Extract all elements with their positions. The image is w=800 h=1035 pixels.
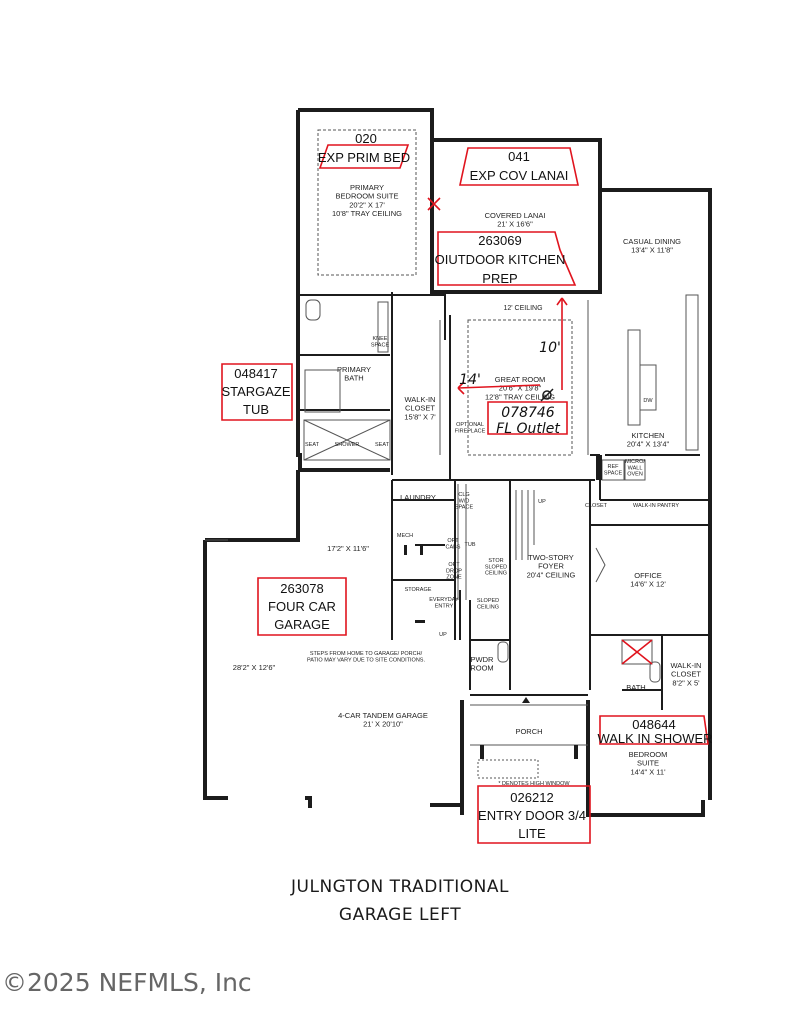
label-porch: PORCH [515, 727, 542, 736]
markup-box-prim-bed [318, 144, 410, 169]
label-tub: TUB [465, 542, 476, 548]
tag-walk-in-shower-code: 048644 [632, 717, 675, 732]
plan-subtitle: GARAGE LEFT [338, 905, 462, 925]
markup-box-stargaze-tub [221, 363, 293, 421]
label-garage-top-dim: 17'2" X 11'6" [327, 544, 369, 553]
tag-entry-door-code: 026212 [510, 790, 553, 805]
markup-box-fl-outlet [487, 401, 568, 435]
label-garage-left-dim: 28'2" X 12'6" [233, 663, 276, 672]
label-storage: STORAGE [405, 587, 432, 593]
tag-walk-in-shower: WALK IN SHOWER [597, 731, 712, 746]
label-12-ceiling: 12' CEILING [503, 305, 542, 312]
label-seat-left: SEAT [305, 442, 320, 448]
label-mech: MECH [397, 533, 413, 539]
markup-box-entry-door [477, 785, 591, 844]
markup-tags: 020 EXP PRIM BED 041 EXP COV LANAI 26306… [221, 131, 712, 841]
tag-exp-cov-lanai-code: 041 [508, 149, 530, 164]
label-up-garage: UP [439, 632, 447, 638]
markup-box-cov-lanai [459, 147, 579, 186]
label-seat-right: SEAT [375, 442, 390, 448]
interior-walls [300, 292, 710, 710]
label-dw: DW [643, 398, 653, 404]
outlet-symbol [540, 388, 554, 402]
thin-lines [205, 129, 699, 779]
tag-exp-cov-lanai: EXP COV LANAI [470, 168, 569, 183]
markup-box-outdoor-kitchen [437, 231, 577, 286]
plan-title: JULNGTON TRADITIONAL [291, 877, 509, 897]
tag-exp-prim-bed-code: 020 [355, 131, 377, 146]
label-walk-in-pantry: WALK-IN PANTRY [633, 503, 679, 509]
label-laundry: LAUNDRY [400, 493, 436, 502]
label-up-stair: UP [538, 499, 546, 505]
label-bath: BATH [626, 683, 645, 692]
label-high-window: * DENOTES HIGH WINDOW [498, 781, 570, 787]
copyright-watermark: ©2025 NEFMLS, Inc [2, 968, 252, 997]
markup-box-four-car-garage [257, 577, 347, 636]
wall-stubs [404, 455, 602, 759]
tag-mark-10: 10' [539, 340, 561, 356]
markup-box-walk-in-shower [599, 715, 709, 745]
tag-mark-14: 14' [459, 372, 481, 388]
label-shower: SHOWER [335, 442, 360, 448]
exterior-walls [203, 108, 712, 817]
label-closet: CLOSET [585, 503, 608, 509]
markup-line-14 [457, 384, 541, 389]
label-steps-note: STEPS FROM HOME TO GARAGE/ PORCH/PATIO M… [307, 651, 425, 663]
tag-exp-prim-bed: EXP PRIM BED [318, 150, 410, 165]
markup-shapes [221, 144, 709, 844]
